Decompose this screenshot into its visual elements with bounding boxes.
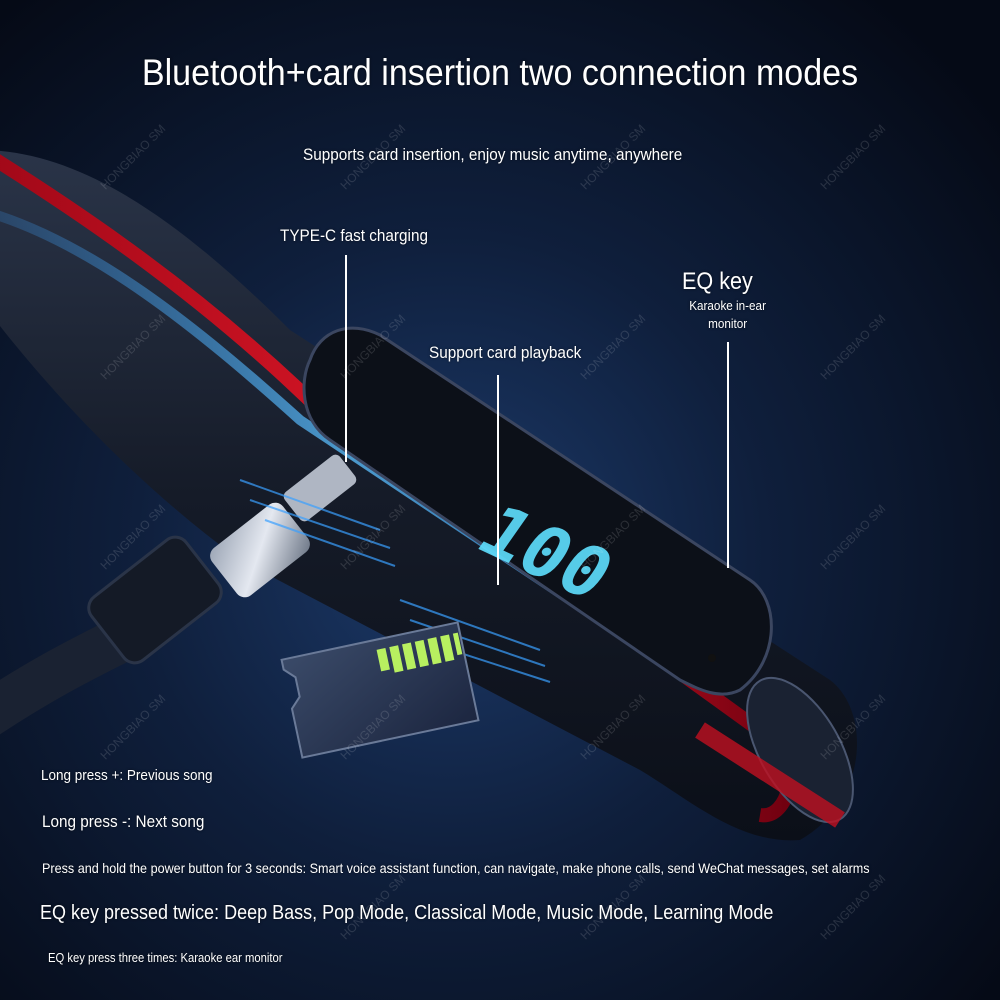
typec-callout-label: TYPE-C fast charging (280, 226, 428, 245)
eq-key-leader-line (727, 342, 729, 568)
card-playback-callout-label: Support card playback (429, 343, 582, 362)
instruction-voice-assistant: Press and hold the power button for 3 se… (42, 860, 870, 876)
card-playback-leader-line (497, 375, 499, 585)
instruction-eq-twice: EQ key pressed twice: Deep Bass, Pop Mod… (40, 902, 774, 924)
instruction-previous-song: Long press +: Previous song (41, 767, 213, 784)
typec-leader-line (345, 255, 347, 462)
page-subtitle: Supports card insertion, enjoy music any… (303, 145, 683, 164)
micro-sd-card-icon (280, 621, 480, 759)
eq-key-callout-label: EQ key (682, 268, 753, 295)
page-title: Bluetooth+card insertion two connection … (141, 52, 859, 93)
neckband-body (0, 151, 857, 841)
instruction-eq-three-times: EQ key press three times: Karaoke ear mo… (48, 951, 283, 965)
eq-key-callout-sublabel: Karaoke in-ear monitor (689, 298, 766, 331)
instruction-next-song: Long press -: Next song (42, 812, 205, 831)
